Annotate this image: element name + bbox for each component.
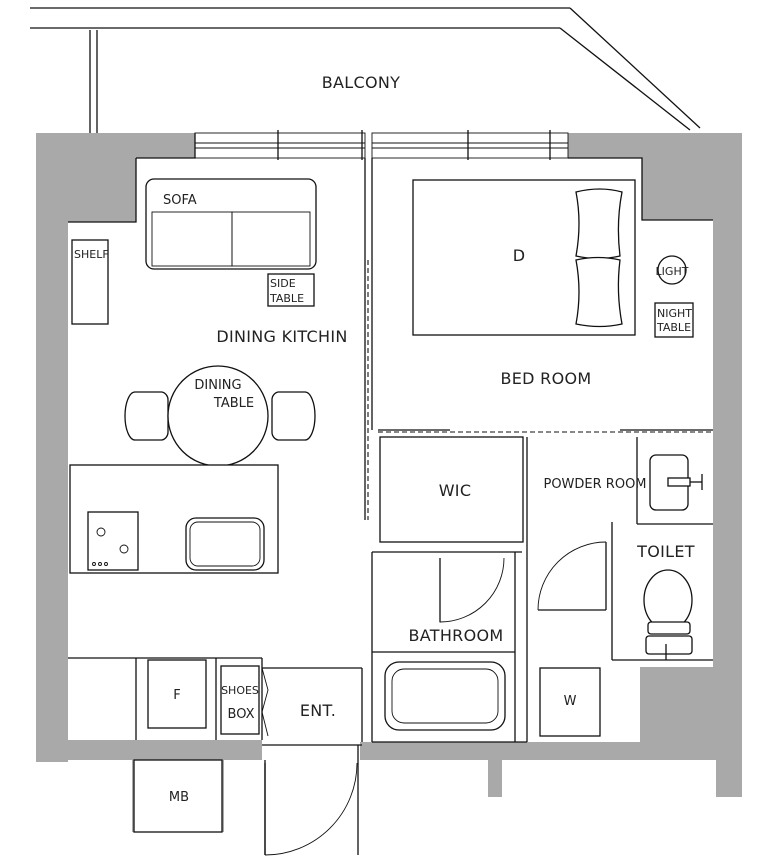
wet-areas: WIC POWDER ROOM TOILET W <box>439 454 703 737</box>
stove <box>87 511 139 571</box>
right-wall <box>568 133 742 797</box>
dining-chair-left <box>124 391 169 441</box>
dining-table-label-1: DINING <box>194 378 241 393</box>
sofa <box>145 178 317 270</box>
toilet-bowl <box>643 569 693 631</box>
bottom-wall <box>360 742 716 797</box>
dining-table-label-2: TABLE <box>213 396 254 411</box>
toilet-label: TOILET <box>636 542 695 561</box>
fridge <box>147 659 207 729</box>
dining-chair-right <box>271 391 316 441</box>
balcony: BALCONY <box>30 7 701 160</box>
toilet-tank <box>645 635 693 655</box>
bedroom: D LIGHT NIGHT TABLE BED ROOM <box>412 179 694 388</box>
light <box>657 255 687 285</box>
kitchen-sink <box>185 517 265 571</box>
dining-kitchen: SOFA SHELF SIDE TABLE DINING KITCHIN DIN… <box>69 178 347 833</box>
interior-walls <box>68 133 713 855</box>
balcony-label: BALCONY <box>322 73 400 92</box>
powder-room-label: POWDER ROOM <box>543 477 646 492</box>
dining-kitchen-label: DINING KITCHIN <box>216 327 347 346</box>
mb-label: MB <box>169 790 189 805</box>
side-table-label-1: SIDE <box>270 277 296 290</box>
bed-label: D <box>513 246 526 265</box>
night-table-label-1: NIGHT <box>657 307 692 320</box>
pillow-2 <box>575 256 623 328</box>
bathtub <box>384 661 506 731</box>
left-wall <box>36 133 195 762</box>
bathroom: BATHROOM <box>384 626 506 731</box>
night-table <box>654 302 694 338</box>
sofa-label: SOFA <box>163 193 197 208</box>
side-table <box>267 273 315 307</box>
light-label: LIGHT <box>656 265 689 278</box>
doors <box>261 541 607 856</box>
faucet <box>667 477 691 487</box>
night-table-label-2: TABLE <box>656 321 691 334</box>
bed-room-label: BED ROOM <box>500 369 591 388</box>
fridge-label: F <box>173 688 180 703</box>
mb-box <box>133 759 223 833</box>
shoes-box-label-2: BOX <box>228 707 255 722</box>
shelf-label: SHELF <box>74 248 109 261</box>
shoes-box <box>220 665 260 735</box>
shelf <box>71 239 109 325</box>
side-table-label-2: TABLE <box>269 292 304 305</box>
washer <box>539 667 601 737</box>
washer-label: W <box>564 694 577 709</box>
entrance-label: ENT. <box>300 701 336 720</box>
shoes-box-label-1: SHOES <box>221 684 259 697</box>
wic-label: WIC <box>439 481 472 500</box>
pillow-1 <box>575 188 623 260</box>
toilet-seat-edge <box>647 621 691 635</box>
bathroom-label: BATHROOM <box>409 626 504 645</box>
